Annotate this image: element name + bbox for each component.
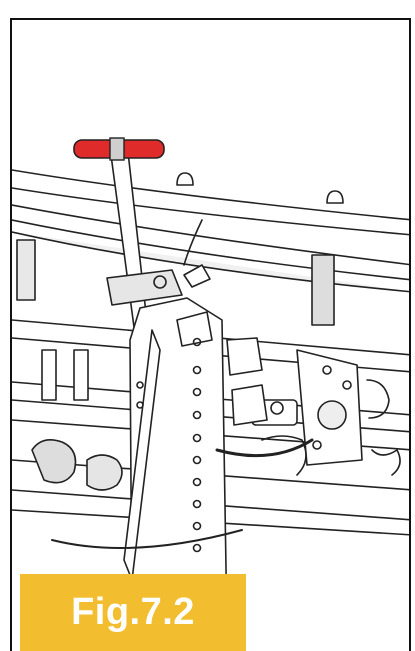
lever-handle-grip <box>73 137 165 161</box>
figure-caption: Fig.7.2 <box>20 574 246 651</box>
figure-frame <box>10 18 411 651</box>
machine-lever-illustration <box>12 137 409 636</box>
